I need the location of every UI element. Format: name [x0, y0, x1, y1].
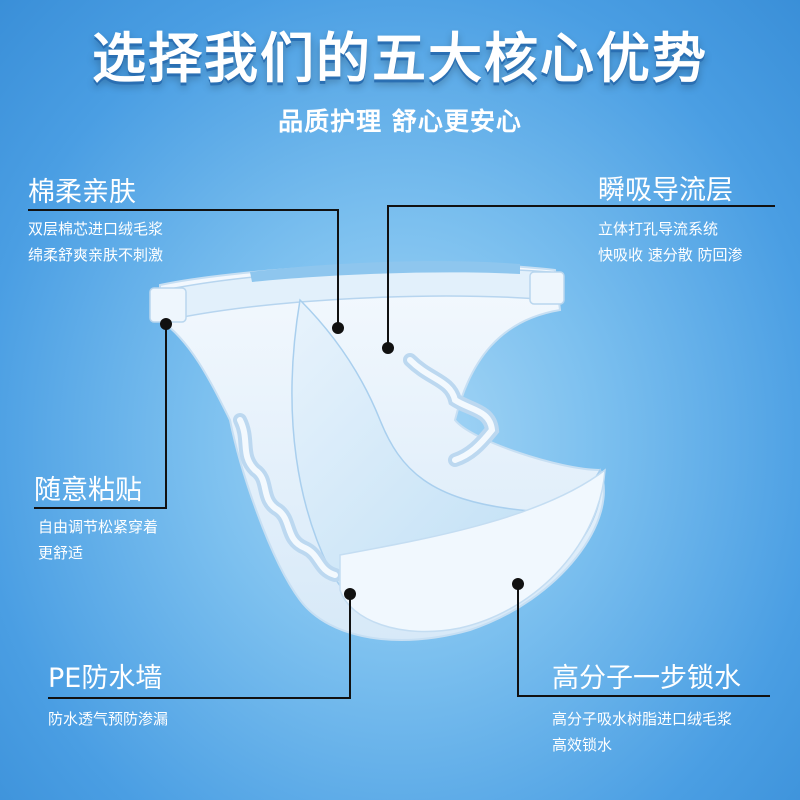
- feature-desc-polymer: 高分子吸水树脂进口绒毛浆 高效锁水: [552, 706, 732, 758]
- feature-desc-line: 快吸收 速分散 防回渗: [598, 246, 743, 264]
- diaper-top-stripe: [250, 261, 520, 282]
- feature-desc-line: 自由调节松紧穿着: [38, 518, 159, 536]
- feature-title-cotton: 棉柔亲肤: [28, 177, 136, 208]
- left-leak-guard-highlight: [237, 417, 338, 578]
- feature-title-polymer: 高分子一步锁水: [552, 663, 741, 694]
- feature-title-absorb: 瞬吸导流层: [598, 175, 733, 206]
- page-subtitle: 品质护理 舒心更安心: [278, 107, 522, 136]
- feature-desc-tape: 自由调节松紧穿着 更舒适: [38, 514, 158, 566]
- leader-line-polymer: [517, 584, 770, 697]
- anchor-dot-polymer: [512, 578, 524, 590]
- feature-desc-pe: 防水透气预防渗漏: [48, 706, 168, 732]
- right-leak-guard-highlight: [407, 357, 496, 463]
- feature-desc-line: 更舒适: [38, 544, 84, 562]
- anchor-dot-cotton: [332, 322, 344, 334]
- anchor-dots: [160, 318, 524, 600]
- leader-line-cotton: [28, 209, 339, 328]
- page-title: 选择我们的五大核心优势: [92, 27, 708, 90]
- feature-desc-line: 防水透气预防渗漏: [48, 710, 169, 728]
- leader-line-absorb: [387, 205, 775, 348]
- feature-title-tape: 随意粘贴: [34, 475, 142, 506]
- anchor-dot-tape: [160, 318, 172, 330]
- anchor-dot-pe: [344, 588, 356, 600]
- feature-desc-cotton: 双层棉芯进口绒毛浆 绵柔舒爽亲肤不刺激: [28, 216, 163, 268]
- leader-lines: [28, 205, 775, 699]
- feature-desc-line: 绵柔舒爽亲肤不刺激: [28, 246, 164, 264]
- leader-line-tape: [34, 324, 167, 509]
- feature-desc-absorb: 立体打孔导流系统 快吸收 速分散 防回渗: [598, 216, 743, 268]
- feature-title-pe: PE防水墙: [48, 663, 163, 694]
- feature-desc-line: 双层棉芯进口绒毛浆: [28, 220, 164, 238]
- left-side-tape: [149, 287, 187, 323]
- feature-desc-line: 立体打孔导流系统: [598, 220, 719, 238]
- feature-desc-line: 高效锁水: [552, 736, 613, 754]
- diaper-front-panel: [339, 468, 606, 633]
- right-side-tape: [529, 271, 565, 305]
- leader-line-pe: [48, 594, 351, 699]
- feature-desc-line: 高分子吸水树脂进口绒毛浆: [552, 710, 733, 728]
- anchor-dot-absorb: [382, 342, 394, 354]
